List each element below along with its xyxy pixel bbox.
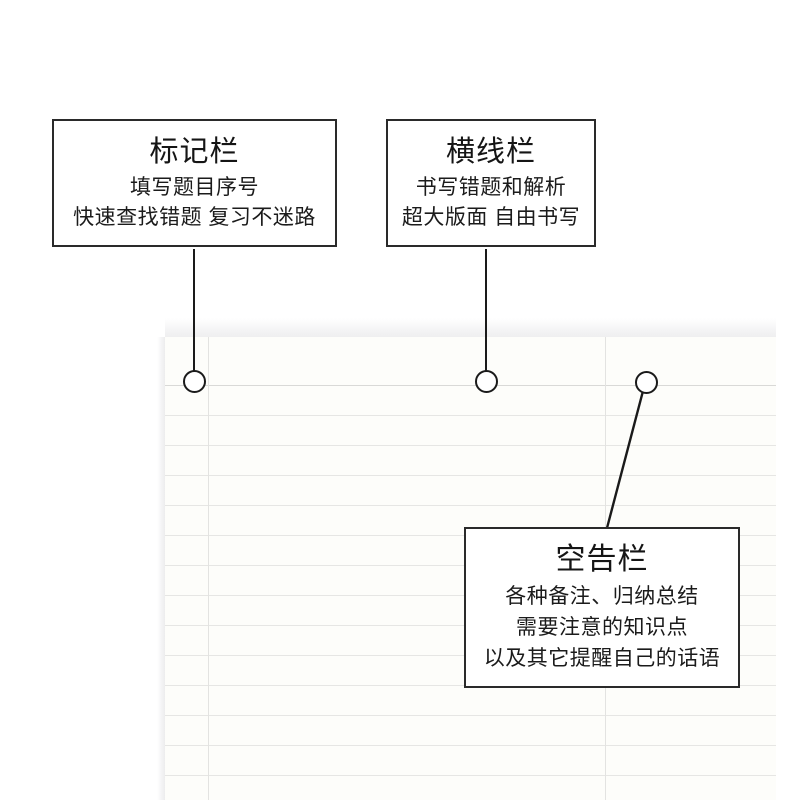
page-left-shadow (157, 337, 166, 800)
notebook-rule-line (165, 415, 776, 416)
page-top-shadow (165, 318, 776, 338)
callout-desc-line: 超大版面 自由书写 (401, 206, 581, 229)
callout-desc-line: 填写题目序号 (130, 176, 259, 199)
callout-desc-line: 各种备注、归纳总结 (505, 585, 699, 608)
notebook-rule-line (165, 505, 776, 506)
leader-line-lines-column (485, 249, 487, 383)
notebook-rule-line (165, 745, 776, 746)
callout-desc-line: 快速查找错题 复习不迷路 (73, 206, 316, 229)
notebook-rule-line (165, 715, 776, 716)
callout-mark-column: 标记栏 填写题目序号 快速查找错题 复习不迷路 (52, 119, 337, 247)
notebook-rule-line (165, 445, 776, 446)
notebook-rule-line (165, 475, 776, 476)
leader-line-mark-column (193, 249, 195, 383)
callout-notes-column: 空告栏 各种备注、归纳总结 需要注意的知识点 以及其它提醒自己的话语 (464, 527, 740, 688)
notebook-column-divider (208, 337, 209, 800)
callout-title: 空告栏 (555, 543, 649, 576)
marker-circle-lines-column[interactable] (475, 370, 498, 393)
callout-desc-line: 以及其它提醒自己的话语 (483, 647, 721, 670)
callout-title: 横线栏 (445, 136, 536, 168)
callout-lines-column: 横线栏 书写错题和解析 超大版面 自由书写 (386, 119, 596, 247)
callout-title: 标记栏 (149, 136, 240, 168)
callout-desc-line: 书写错题和解析 (415, 176, 567, 199)
notebook-rule-line (165, 385, 776, 386)
notebook-rule-line (165, 775, 776, 776)
marker-circle-mark-column[interactable] (183, 370, 206, 393)
marker-circle-notes-column[interactable] (635, 371, 658, 394)
callout-desc-line: 需要注意的知识点 (516, 616, 688, 639)
